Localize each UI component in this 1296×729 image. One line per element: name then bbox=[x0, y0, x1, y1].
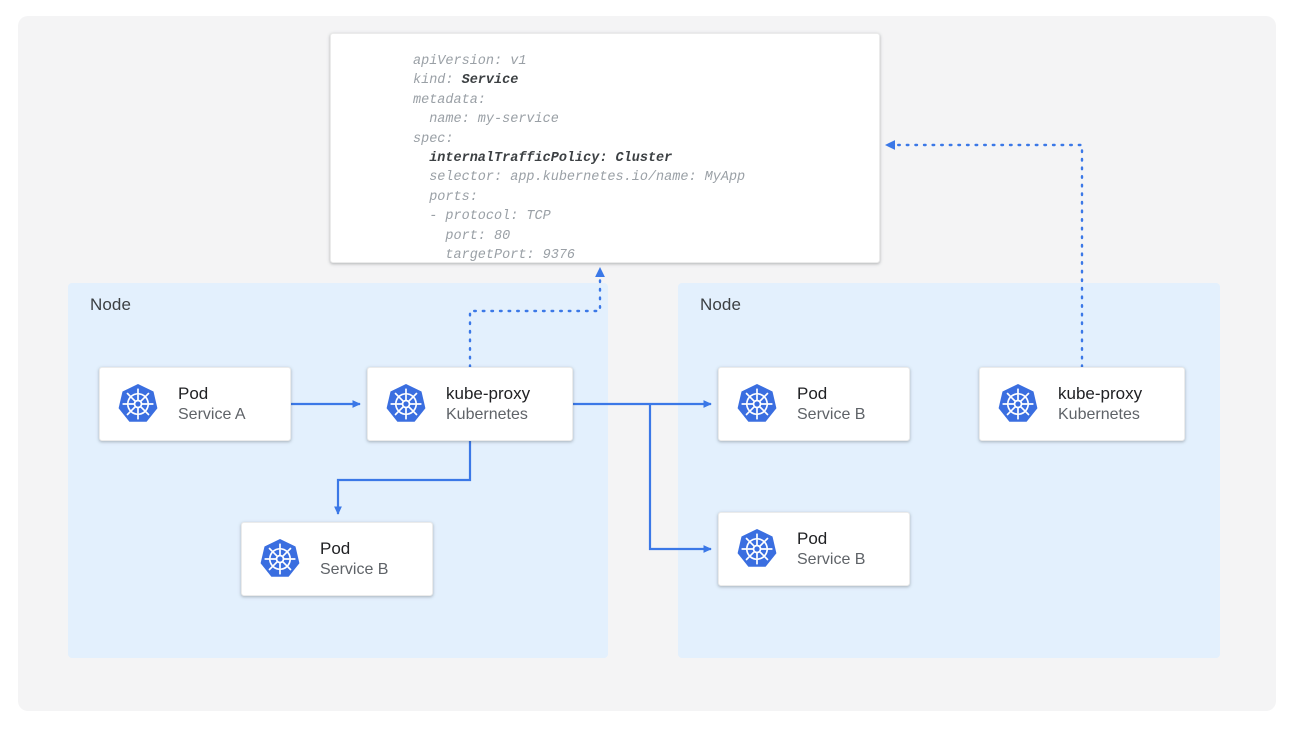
kubernetes-logo-icon bbox=[114, 380, 162, 428]
pod-card-service-b-right-bottom[interactable]: Pod Service B bbox=[718, 512, 910, 586]
manifest-line-internal-traffic-policy: internalTrafficPolicy: Cluster bbox=[413, 151, 673, 167]
node-label-right: Node bbox=[700, 295, 742, 314]
kubernetes-logo-icon bbox=[382, 380, 430, 428]
manifest-line-name: name: my-service bbox=[413, 112, 559, 128]
pod-card-service-b-left[interactable]: Pod Service B bbox=[241, 522, 433, 596]
manifest-line-port: port: 80 bbox=[413, 228, 511, 244]
pod-title: Pod bbox=[320, 538, 351, 558]
kube-proxy-title: kube-proxy bbox=[1058, 383, 1143, 403]
manifest-line-metadata: metadata: bbox=[413, 92, 486, 108]
kube-proxy-card-right[interactable]: kube-proxy Kubernetes bbox=[979, 367, 1185, 441]
kubernetes-logo-icon bbox=[994, 380, 1042, 428]
manifest-kind-value: Service bbox=[461, 73, 519, 89]
pod-subtitle: Service B bbox=[797, 550, 866, 568]
manifest-code: apiVersion: v1 kind: Service metadata: n… bbox=[413, 52, 745, 265]
node-container-left: Node bbox=[68, 283, 608, 658]
service-manifest-card: apiVersion: v1 kind: Service metadata: n… bbox=[330, 33, 880, 263]
manifest-line-apiversion: apiVersion: v1 bbox=[413, 54, 527, 69]
manifest-line-spec: spec: bbox=[413, 131, 454, 147]
kube-proxy-subtitle: Kubernetes bbox=[446, 405, 528, 423]
pod-title: Pod bbox=[178, 383, 209, 403]
pod-subtitle: Service B bbox=[320, 560, 389, 578]
kubernetes-logo-icon bbox=[256, 535, 304, 583]
kube-proxy-card-left[interactable]: kube-proxy Kubernetes bbox=[367, 367, 573, 441]
pod-card-text: Pod Service B bbox=[320, 539, 388, 579]
node-container-right: Node bbox=[678, 283, 1220, 658]
manifest-line-target-port: targetPort: 9376 bbox=[413, 248, 576, 264]
pod-card-text: Pod Service A bbox=[178, 384, 246, 424]
node-label-left: Node bbox=[90, 295, 132, 314]
kubernetes-logo-icon bbox=[733, 525, 781, 573]
manifest-line-ports: ports: bbox=[413, 189, 478, 205]
pod-subtitle: Service A bbox=[178, 405, 246, 423]
pod-title: Pod bbox=[797, 528, 828, 548]
pod-card-text: Pod Service B bbox=[797, 529, 865, 569]
manifest-line-kind-key: kind: bbox=[413, 73, 462, 89]
pod-card-service-b-right-top[interactable]: Pod Service B bbox=[718, 367, 910, 441]
pod-card-text: Pod Service B bbox=[797, 384, 865, 424]
pod-card-service-a[interactable]: Pod Service A bbox=[99, 367, 291, 441]
pod-title: Pod bbox=[797, 383, 828, 403]
kube-proxy-card-text: kube-proxy Kubernetes bbox=[446, 384, 530, 424]
manifest-line-protocol: - protocol: TCP bbox=[413, 209, 551, 225]
pod-subtitle: Service B bbox=[797, 405, 866, 423]
manifest-line-selector: selector: app.kubernetes.io/name: MyApp bbox=[413, 170, 746, 186]
kube-proxy-subtitle: Kubernetes bbox=[1058, 405, 1140, 423]
kubernetes-logo-icon bbox=[733, 380, 781, 428]
kube-proxy-card-text: kube-proxy Kubernetes bbox=[1058, 384, 1142, 424]
kube-proxy-title: kube-proxy bbox=[446, 383, 531, 403]
